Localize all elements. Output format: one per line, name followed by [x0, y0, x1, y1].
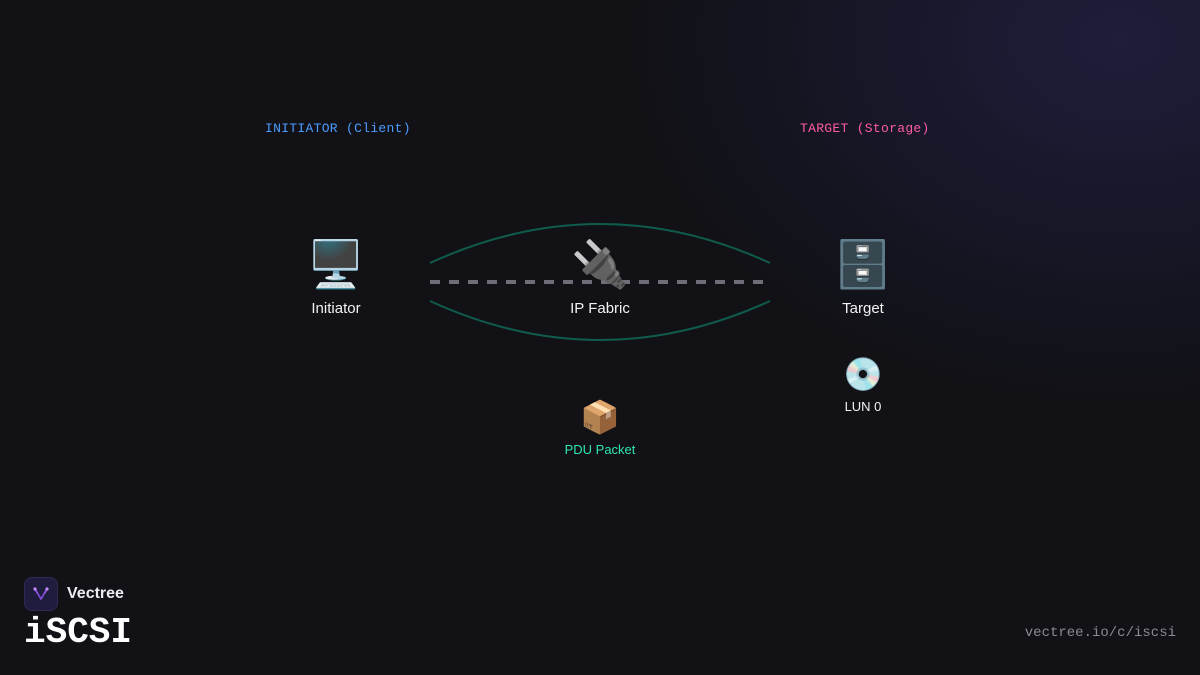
vectree-logo-icon [24, 577, 58, 611]
pdu-packet-node[interactable]: 📦 PDU Packet [565, 397, 636, 457]
page-title: iSCSI [24, 612, 133, 653]
disc-icon: 💿 [843, 355, 883, 393]
target-section-label: TARGET (Storage) [800, 121, 930, 136]
initiator-label: Initiator [311, 300, 361, 317]
lun-label: LUN 0 [844, 399, 882, 414]
electric-plug-icon: 🔌 [571, 237, 629, 291]
upper-link-arc [429, 223, 771, 264]
initiator-node[interactable]: 🖥️ Initiator [307, 236, 364, 317]
brand: Vectree [24, 577, 124, 611]
target-node[interactable]: 🗄️ Target [834, 236, 891, 317]
initiator-section-label: INITIATOR (Client) [265, 121, 411, 136]
ip-fabric-node[interactable]: 🔌 IP Fabric [570, 236, 630, 317]
desktop-computer-icon: 🖥️ [307, 237, 365, 291]
target-label: Target [842, 300, 884, 317]
lun-node[interactable]: 💿 LUN 0 [843, 354, 883, 414]
lower-link-arc [429, 300, 771, 341]
ip-fabric-label: IP Fabric [570, 300, 630, 317]
file-cabinet-icon: 🗄️ [834, 237, 892, 291]
package-icon: 📦 [580, 398, 620, 436]
brand-name: Vectree [67, 585, 124, 602]
source-url[interactable]: vectree.io/c/iscsi [1024, 625, 1176, 641]
pdu-packet-label: PDU Packet [564, 442, 636, 457]
